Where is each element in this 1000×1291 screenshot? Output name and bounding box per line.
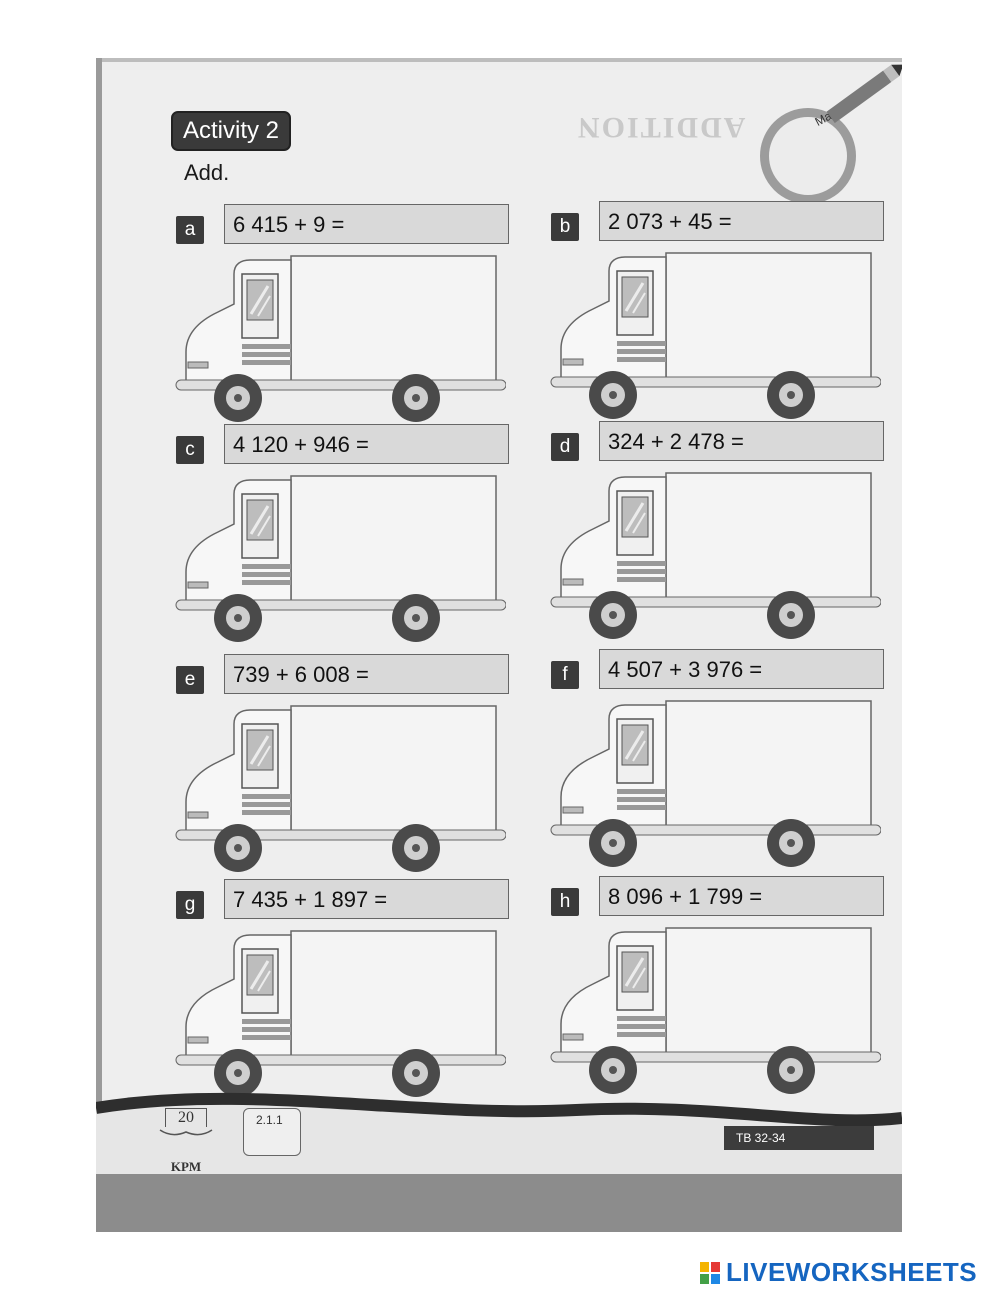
problem-expression: 739 + 6 008 = xyxy=(224,654,509,694)
truck-illustration xyxy=(146,252,507,432)
problem-item-b: b 2 073 + 45 = xyxy=(550,201,902,419)
problem-expression: 4 507 + 3 976 = xyxy=(599,649,884,689)
truck-illustration xyxy=(146,927,507,1107)
truck-illustration xyxy=(521,249,882,429)
instruction-text: Add. xyxy=(184,160,230,185)
truck-illustration xyxy=(146,702,507,882)
tb-reference: TB 32-34 xyxy=(724,1126,874,1150)
problem-item-h: h 8 096 + 1 799 = xyxy=(550,876,902,1094)
brand-name: LIVEWORKSHEETS xyxy=(726,1257,978,1287)
problem-letter: a xyxy=(176,216,204,244)
problem-letter: c xyxy=(176,436,204,464)
problem-item-d: d 324 + 2 478 = xyxy=(550,421,902,639)
problem-letter: d xyxy=(551,433,579,461)
publisher-label: KPM xyxy=(170,1159,202,1174)
liveworksheets-brand[interactable]: LIVEWORKSHEETS xyxy=(700,1257,977,1288)
problem-expression: 2 073 + 45 = xyxy=(599,201,884,241)
problem-expression: 4 120 + 946 = xyxy=(224,424,509,464)
truck-illustration xyxy=(521,697,882,877)
problem-item-e: e 739 + 6 008 = xyxy=(175,654,531,872)
worksheet-page: ADDITION Activity 2 Add. Marks a6 415 + … xyxy=(96,58,902,1232)
problem-item-f: f 4 507 + 3 976 = xyxy=(550,649,902,867)
truck-illustration xyxy=(521,924,882,1104)
problem-letter: b xyxy=(551,213,579,241)
problem-letter: h xyxy=(551,888,579,916)
kpm-logo: 20 KPM xyxy=(158,1108,214,1175)
pencil-icon xyxy=(826,64,902,124)
truck-illustration xyxy=(146,472,507,652)
problem-expression: 8 096 + 1 799 = xyxy=(599,876,884,916)
problem-letter: f xyxy=(551,661,579,689)
problem-item-a: a 6 415 + 9 = xyxy=(175,204,531,422)
page-number: 20 xyxy=(165,1108,207,1127)
book-icon xyxy=(159,1129,213,1136)
problem-item-g: g 7 435 + 1 897 = xyxy=(175,879,531,1097)
scan-border xyxy=(96,1174,902,1232)
truck-illustration xyxy=(521,469,882,649)
activity-heading: Activity 2 xyxy=(171,111,292,151)
problem-item-c: c 4 120 + 946 = xyxy=(175,424,531,642)
problem-expression: 6 415 + 9 = xyxy=(224,204,509,244)
liveworksheets-logo-icon xyxy=(700,1261,720,1284)
problem-letter: g xyxy=(176,891,204,919)
marks-circle xyxy=(760,108,856,204)
ghost-title: ADDITION xyxy=(576,111,746,144)
problem-expression: 324 + 2 478 = xyxy=(599,421,884,461)
code-box: 2.1.1 xyxy=(243,1108,301,1156)
problem-expression: 7 435 + 1 897 = xyxy=(224,879,509,919)
problem-letter: e xyxy=(176,666,204,694)
